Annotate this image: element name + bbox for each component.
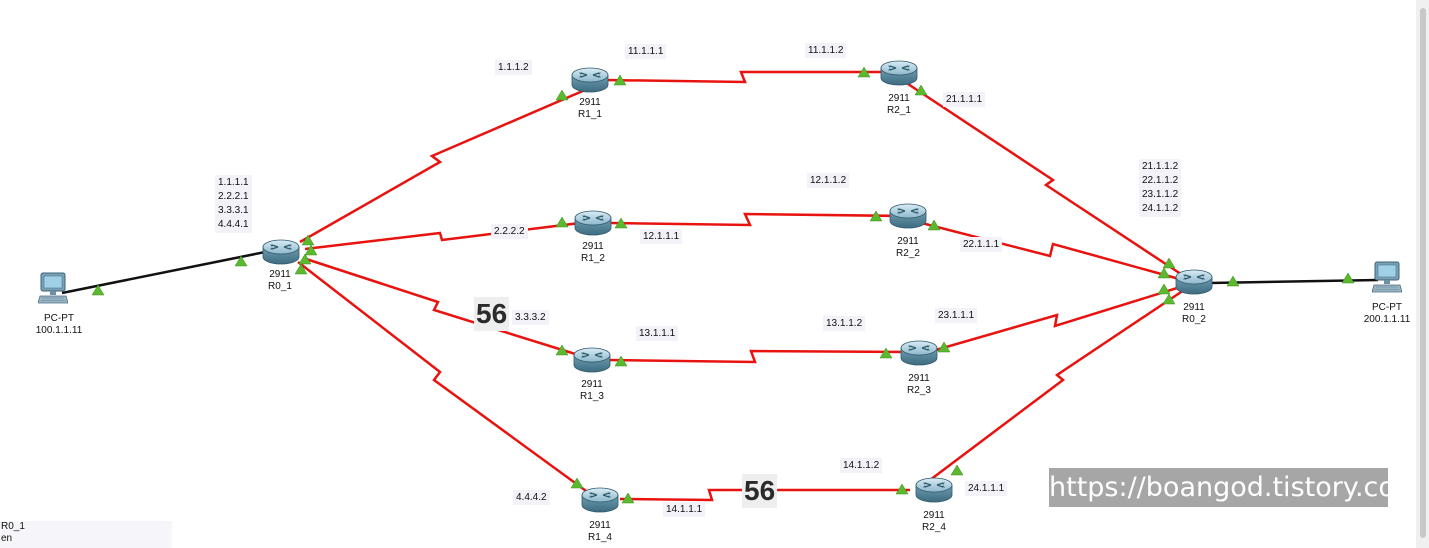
ip-r1_4-left: 4.4.4.2 <box>513 490 550 505</box>
pc-left-model: PC-PT <box>44 313 74 324</box>
console-snippet: R0_1 en <box>0 521 172 548</box>
ethernet-link-pc-left-r0_1 <box>61 248 276 295</box>
ip-r1_2-left: 2.2.2.2 <box>491 224 528 239</box>
router-r0_1-name: R0_1 <box>268 281 292 292</box>
router-r2_1-name: R2_1 <box>887 105 911 116</box>
router-r2_2-model: 2911 <box>897 236 919 247</box>
router-r1_2-name: R1_2 <box>581 253 605 264</box>
link-status-indicators <box>91 66 1355 504</box>
serial-link-r0_1-r1_3 <box>302 256 586 359</box>
ip-r2_2-right: 22.1.1.1 <box>960 237 1003 252</box>
serial-link-r2_4-r0_2 <box>929 284 1191 481</box>
router-r2_2-name: R2_2 <box>896 248 920 259</box>
ip-r2_3-right: 23.1.1.1 <box>935 308 978 323</box>
router-r1_2-icon[interactable] <box>574 210 612 236</box>
router-r2_1-icon[interactable] <box>880 60 918 86</box>
pc-right-icon[interactable] <box>1372 261 1402 293</box>
ip-list-r0_1: 1.1.1.1 2.2.2.1 3.3.3.1 4.4.4.1 <box>215 175 252 233</box>
router-r0_1-icon[interactable] <box>262 239 300 265</box>
router-r2_3-name: R2_3 <box>907 385 931 396</box>
ip-r1_4-right: 14.1.1.1 <box>663 502 706 517</box>
router-r1_1-icon[interactable] <box>571 67 609 93</box>
router-r1_4-icon[interactable] <box>581 487 619 513</box>
ip-r2_3-left: 13.1.1.2 <box>823 316 866 331</box>
router-r2_1-model: 2911 <box>888 93 910 104</box>
pc-left-name: 100.1.1.11 <box>35 325 83 336</box>
router-r1_4-name: R1_4 <box>588 532 612 543</box>
router-r0_2-model: 2911 <box>1183 302 1205 313</box>
serial-link-r1_1-r2_1 <box>604 70 895 84</box>
console-line-1: R0_1 <box>1 521 25 532</box>
overlay-56-lower: 56 <box>742 474 778 508</box>
router-r2_4-name: R2_4 <box>922 522 946 533</box>
serial-link-r0_1-r1_4 <box>297 261 594 498</box>
ip-list-r0_2: 21.1.1.2 22.1.1.2 23.1.1.2 24.1.1.2 <box>1139 159 1182 217</box>
router-r1_2-model: 2911 <box>582 241 604 252</box>
router-r2_3-model: 2911 <box>908 373 930 384</box>
ip-r0_1-4: 4.4.4.1 <box>218 219 249 230</box>
router-r2_4-icon[interactable] <box>915 477 953 503</box>
ip-r2_2-left: 12.1.1.2 <box>807 173 850 188</box>
ip-r0_2-3: 23.1.1.2 <box>1142 189 1179 200</box>
ip-r1_1-left: 1.1.1.2 <box>495 60 532 75</box>
console-line-2: en <box>1 533 13 544</box>
router-r0_2-icon[interactable] <box>1175 269 1213 295</box>
router-r1_4-model: 2911 <box>589 520 611 531</box>
router-r2_4-model: 2911 <box>923 510 945 521</box>
pc-left-icon[interactable] <box>38 272 68 304</box>
ip-r1_3-right: 13.1.1.1 <box>636 326 679 341</box>
watermark: https://boangod.tistory.com <box>1049 468 1421 507</box>
ip-r2_1-right: 21.1.1.1 <box>943 92 986 107</box>
serial-link-r0_1-r1_2 <box>304 221 581 251</box>
scrollbar-thumb[interactable] <box>1420 8 1426 538</box>
router-r2_3-icon[interactable] <box>900 340 938 366</box>
router-r0_2-name: R0_2 <box>1182 314 1206 325</box>
router-r2_2-icon[interactable] <box>889 203 927 229</box>
serial-link-r2_3-r0_2 <box>914 282 1191 358</box>
router-r1_1-model: 2911 <box>579 97 601 108</box>
ip-r0_2-4: 24.1.1.2 <box>1142 203 1179 214</box>
pc-right-model: PC-PT <box>1372 302 1402 313</box>
serial-link-r1_3-r2_3 <box>607 349 916 364</box>
ip-r0_1-2: 2.2.2.1 <box>218 191 249 202</box>
router-r0_1-model: 2911 <box>269 269 291 280</box>
serial-link-r1_4-r2_4 <box>619 488 910 502</box>
ip-r1_1-right: 11.1.1.1 <box>625 44 667 59</box>
ip-r1_3-left: 3.3.3.2 <box>512 310 549 325</box>
serial-link-r1_2-r2_2 <box>609 212 906 227</box>
pc-right-name: 200.1.1.11 <box>1363 314 1411 325</box>
router-r1_3-icon[interactable] <box>573 347 611 373</box>
ip-r0_2-1: 21.1.1.2 <box>1142 161 1179 172</box>
ip-r2_4-right: 24.1.1.1 <box>965 481 1008 496</box>
ip-r2_1-left: 11.1.1.2 <box>805 43 847 58</box>
overlay-56-upper: 56 <box>474 297 510 331</box>
serial-link-r2_1-r0_2 <box>904 80 1191 282</box>
router-r1_3-name: R1_3 <box>580 391 604 402</box>
ip-r0_2-2: 22.1.1.2 <box>1142 175 1179 186</box>
serial-link-r0_1-r1_1 <box>299 88 586 244</box>
router-r1_3-model: 2911 <box>581 379 603 390</box>
ip-r0_1-3: 3.3.3.1 <box>218 205 249 216</box>
ip-r0_1-1: 1.1.1.1 <box>218 177 249 188</box>
ip-r1_2-right: 12.1.1.1 <box>640 229 683 244</box>
router-r1_1-name: R1_1 <box>578 109 602 120</box>
ip-r2_4-left: 14.1.1.2 <box>840 458 883 473</box>
